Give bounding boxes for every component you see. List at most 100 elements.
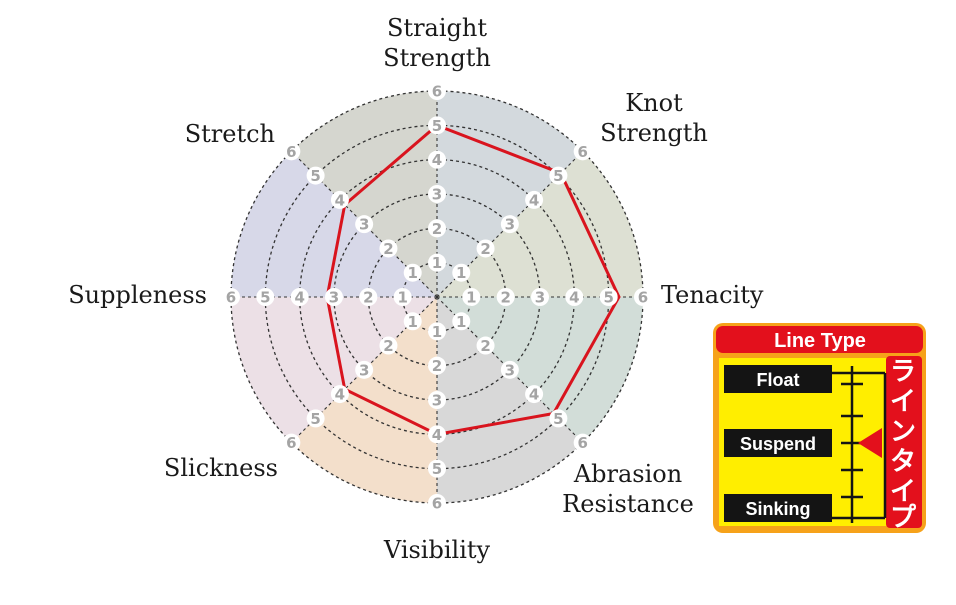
- radar-sector: [437, 91, 583, 297]
- option-suspend-label: Suspend: [740, 434, 816, 454]
- tick-label: 4: [432, 426, 442, 444]
- tick-badge: [359, 288, 378, 306]
- tick-label: 6: [577, 143, 587, 161]
- line-type-panel: Line Type ラ イ ン タ イ プ Float Suspend Sink…: [713, 323, 926, 533]
- tick-label: 2: [500, 289, 510, 307]
- side-label-ra: ラ: [890, 357, 916, 387]
- option-float: Float: [724, 365, 832, 393]
- radar-axis-labels: StraightStrengthKnotStrengthTenacityAbra…: [68, 14, 764, 564]
- radar-sector: [437, 151, 643, 297]
- tick-label: 6: [432, 495, 442, 513]
- tick-badge: [428, 253, 446, 272]
- selected-type-pointer-icon: [858, 428, 882, 458]
- tick-badge: [428, 356, 446, 375]
- tick-badge: [573, 142, 592, 161]
- tick-label: 3: [505, 216, 515, 234]
- tick-label: 4: [432, 151, 442, 169]
- tick-label: 3: [359, 216, 369, 234]
- axis-label: Slickness: [164, 454, 278, 482]
- tick-badge: [428, 185, 446, 203]
- side-label-ta: タ: [890, 447, 916, 477]
- tick-label: 2: [480, 240, 490, 258]
- tick-badge: [452, 263, 471, 282]
- tick-badge: [599, 288, 618, 306]
- tick-badge: [428, 322, 446, 341]
- tick-label: 5: [310, 167, 320, 185]
- tick-label: 5: [432, 117, 442, 135]
- tick-label: 4: [529, 386, 539, 404]
- tick-label: 5: [432, 460, 442, 478]
- tick-label: 5: [603, 289, 613, 307]
- tick-label: 4: [569, 289, 579, 307]
- option-float-box: [724, 365, 832, 393]
- tick-badge: [325, 288, 343, 306]
- axis-label: Abrasion: [573, 460, 682, 488]
- tick-badge: [282, 142, 301, 161]
- tick-label: 3: [329, 289, 339, 307]
- option-sinking-box: [724, 494, 832, 522]
- tick-badge: [306, 166, 325, 185]
- option-sinking-label: Sinking: [745, 499, 810, 519]
- tick-badge: [379, 239, 398, 258]
- tick-label: 1: [432, 254, 442, 272]
- option-suspend: Suspend: [724, 429, 832, 457]
- tick-badge: [452, 312, 471, 331]
- tick-label: 4: [294, 289, 304, 307]
- tick-label: 2: [363, 289, 373, 307]
- tick-badge: [428, 494, 446, 512]
- tick-badge: [355, 360, 374, 379]
- radar-sector: [291, 91, 437, 297]
- side-label-i2: イ: [890, 477, 916, 507]
- tick-badge: [282, 433, 301, 452]
- tick-badge: [549, 409, 568, 428]
- tick-badge: [531, 288, 549, 306]
- tick-label: 6: [432, 83, 442, 101]
- radar-sector: [437, 297, 643, 443]
- tick-label: 1: [408, 264, 418, 282]
- tick-badge: [256, 288, 275, 306]
- tick-label: 4: [335, 386, 345, 404]
- tick-label: 5: [260, 289, 270, 307]
- tick-label: 6: [286, 143, 296, 161]
- tick-badge: [403, 312, 422, 331]
- tick-badge: [476, 336, 495, 355]
- tick-label: 1: [408, 313, 418, 331]
- tick-badge: [462, 288, 481, 306]
- panel-side-bar: [886, 356, 922, 528]
- type-scale: [831, 366, 887, 523]
- tick-badge: [290, 288, 309, 306]
- tick-badge: [634, 288, 652, 306]
- tick-badge: [500, 215, 519, 234]
- tick-label: 5: [310, 410, 320, 428]
- tick-badge: [428, 150, 446, 169]
- tick-badge: [565, 288, 584, 306]
- axis-label: Stretch: [185, 120, 275, 148]
- side-label-n: ン: [890, 417, 916, 447]
- tick-badge: [525, 385, 544, 404]
- tick-label: 1: [456, 313, 466, 331]
- tick-badge: [525, 190, 544, 209]
- tick-badge: [428, 425, 446, 444]
- tick-badge: [428, 116, 446, 135]
- tick-label: 1: [397, 289, 407, 307]
- axis-label: Straight: [387, 14, 487, 42]
- tick-badge: [476, 239, 495, 258]
- tick-label: 1: [466, 289, 476, 307]
- tick-label: 1: [456, 264, 466, 282]
- axis-label: Visibility: [383, 536, 491, 564]
- tick-badge: [496, 288, 515, 306]
- tick-label: 1: [432, 323, 442, 341]
- tick-label: 3: [359, 361, 369, 379]
- axis-label: Knot: [625, 89, 683, 117]
- axis-label: Strength: [383, 44, 491, 72]
- tick-label: 6: [577, 434, 587, 452]
- panel-title-bar: [716, 326, 923, 353]
- tick-badge: [330, 385, 349, 404]
- tick-badge: [379, 336, 398, 355]
- tick-badge: [500, 360, 519, 379]
- tick-badge: [355, 215, 374, 234]
- tick-badge: [393, 288, 412, 306]
- tick-label: 5: [553, 167, 563, 185]
- tick-label: 3: [432, 186, 442, 204]
